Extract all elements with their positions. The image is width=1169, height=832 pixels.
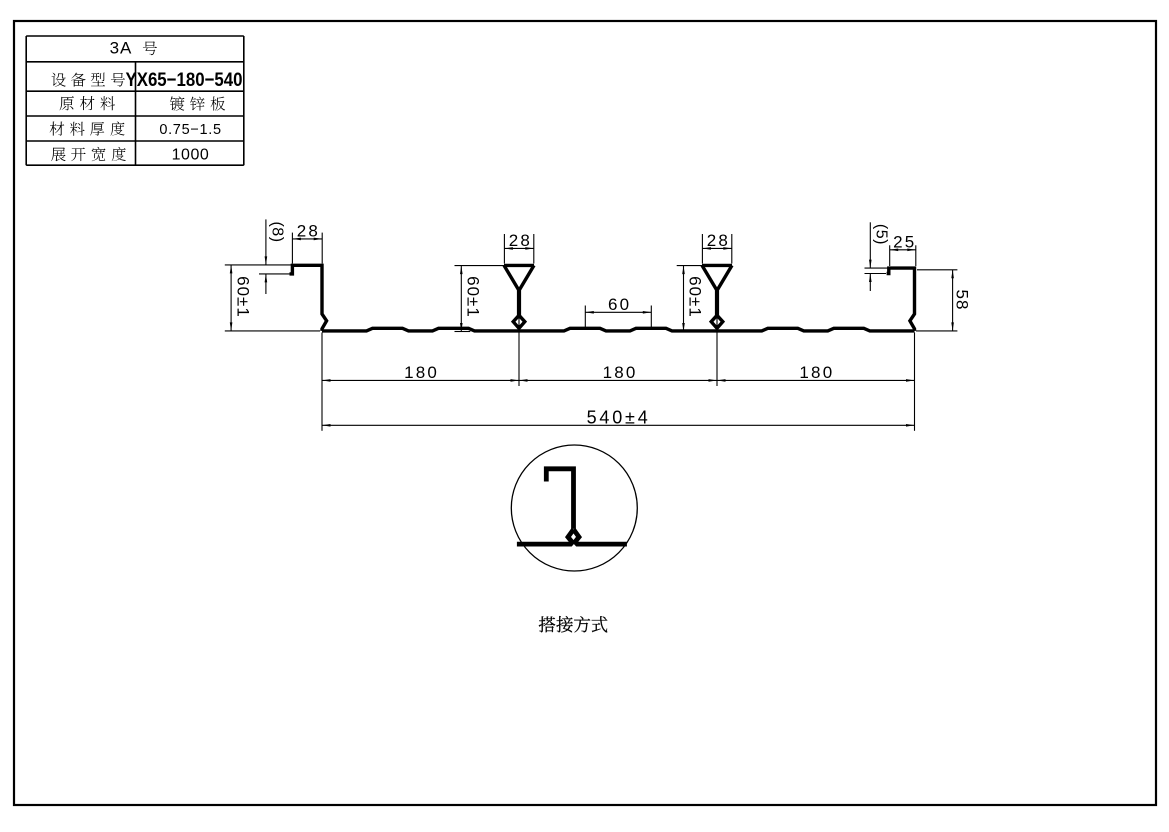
svg-text:180: 180 (603, 363, 638, 382)
svg-text:YX65−180−540: YX65−180−540 (126, 69, 243, 91)
svg-text:180: 180 (404, 363, 439, 382)
svg-text:(5): (5) (873, 224, 890, 245)
svg-text:60±1: 60±1 (234, 276, 253, 318)
svg-text:材料厚度: 材料厚度 (49, 118, 130, 140)
svg-text:0.75−1.5: 0.75−1.5 (159, 122, 221, 138)
svg-text:搭接方式: 搭接方式 (538, 612, 608, 637)
svg-text:(8): (8) (269, 221, 286, 242)
svg-text:3A: 3A (110, 39, 133, 58)
svg-text:25: 25 (893, 232, 916, 251)
svg-text:原材料: 原材料 (59, 92, 120, 114)
svg-text:设备型号: 设备型号 (51, 69, 130, 91)
svg-text:60: 60 (608, 295, 631, 314)
svg-text:60±1: 60±1 (464, 276, 483, 318)
svg-text:28: 28 (707, 231, 730, 250)
svg-text:镀锌板: 镀锌板 (169, 93, 230, 115)
svg-text:展开宽度: 展开宽度 (51, 143, 132, 165)
svg-text:28: 28 (297, 221, 320, 240)
svg-text:60±1: 60±1 (686, 276, 705, 318)
svg-text:58: 58 (953, 290, 972, 311)
svg-text:1000: 1000 (172, 147, 210, 164)
svg-text:180: 180 (799, 363, 834, 382)
svg-text:号: 号 (142, 37, 158, 59)
svg-text:28: 28 (509, 231, 532, 250)
svg-text:540±4: 540±4 (587, 408, 651, 428)
